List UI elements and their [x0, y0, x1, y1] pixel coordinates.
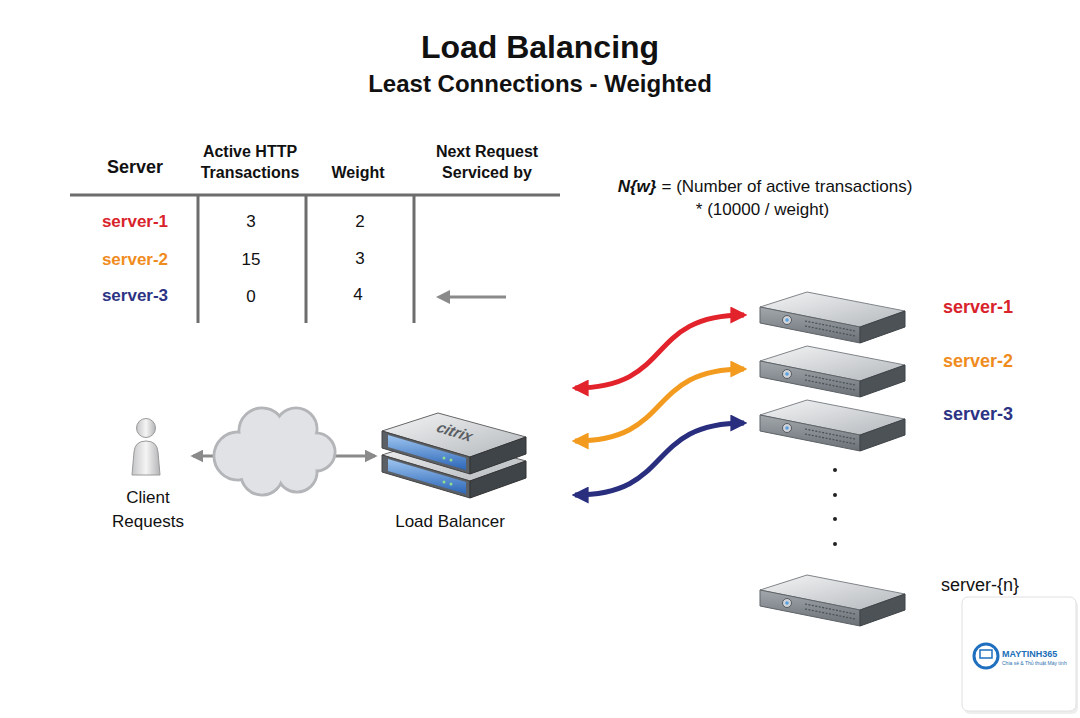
table-cell: server-2	[80, 250, 190, 270]
person-body	[132, 441, 160, 475]
server-illustration	[760, 400, 905, 451]
table-header: Weight	[313, 162, 403, 183]
subtitle: Least Connections - Weighted	[240, 70, 840, 98]
table-header: Active HTTP Transactions	[188, 141, 313, 183]
node-label: Client Requests	[103, 486, 193, 534]
ellipsis-dot	[833, 542, 837, 546]
server-illustration	[760, 292, 905, 343]
cloud-outline	[214, 408, 335, 495]
ellipsis-dot	[833, 517, 837, 521]
node-label: server-2	[943, 350, 1043, 372]
formula-body: = (Number of active transactions) * (100…	[661, 177, 912, 219]
formula-text: N{w}= (Number of active transactions) * …	[615, 175, 915, 221]
pointer-arrow	[446, 296, 506, 299]
watermark-text: MAYTINH365	[1002, 649, 1074, 659]
table-cell: 15	[221, 250, 281, 270]
device-led	[450, 483, 453, 486]
node-label: server-3	[943, 403, 1043, 425]
node-label: Load Balancer	[375, 511, 525, 533]
watermark-logo	[980, 650, 992, 658]
server-node: server-{n}	[744, 573, 1044, 628]
table-cell: 2	[330, 212, 390, 232]
person-head	[137, 419, 156, 438]
table-cell: 3	[221, 212, 281, 232]
device-side	[470, 437, 526, 474]
ellipsis-dot	[833, 468, 837, 472]
ellipsis-dot	[833, 493, 837, 497]
connector	[575, 315, 744, 388]
watermark-logo	[974, 644, 998, 668]
formula-symbol: N{w}	[618, 177, 657, 196]
node-label: server-1	[943, 296, 1043, 318]
watermark-box	[962, 597, 1076, 711]
table-rule	[70, 194, 560, 197]
server-illustration	[760, 346, 905, 397]
table-cell: 3	[330, 249, 390, 269]
node-label: server-{n}	[941, 574, 1041, 596]
device-led	[443, 481, 446, 484]
table-rule	[305, 195, 308, 323]
table-header: Next Request Serviced by	[420, 141, 555, 183]
device-led	[450, 459, 453, 462]
server-node: server-2	[744, 344, 1044, 399]
table-rule	[413, 195, 416, 323]
pointer-arrowhead	[436, 290, 450, 304]
server-node: server-3	[744, 398, 1044, 453]
table-cell: server-3	[80, 286, 190, 306]
server-illustration	[760, 575, 905, 626]
table-rule	[197, 195, 200, 323]
table-cell: server-1	[80, 212, 190, 232]
load-balancer-node: Load Balancer	[375, 375, 575, 535]
cloud-fill	[216, 410, 334, 494]
table-header: Server	[85, 156, 185, 178]
device-led	[443, 457, 446, 460]
connector	[575, 423, 744, 495]
table-cell: 0	[221, 287, 281, 307]
watermark-text: Chia sẻ & Thủ thuật Máy tính	[1002, 660, 1074, 666]
server-node: server-1	[744, 290, 1044, 345]
table-cell: 4	[328, 285, 388, 305]
connector	[575, 369, 744, 441]
client-node: Client Requests	[103, 405, 193, 535]
diagram-title: Load Balancing	[240, 28, 840, 66]
